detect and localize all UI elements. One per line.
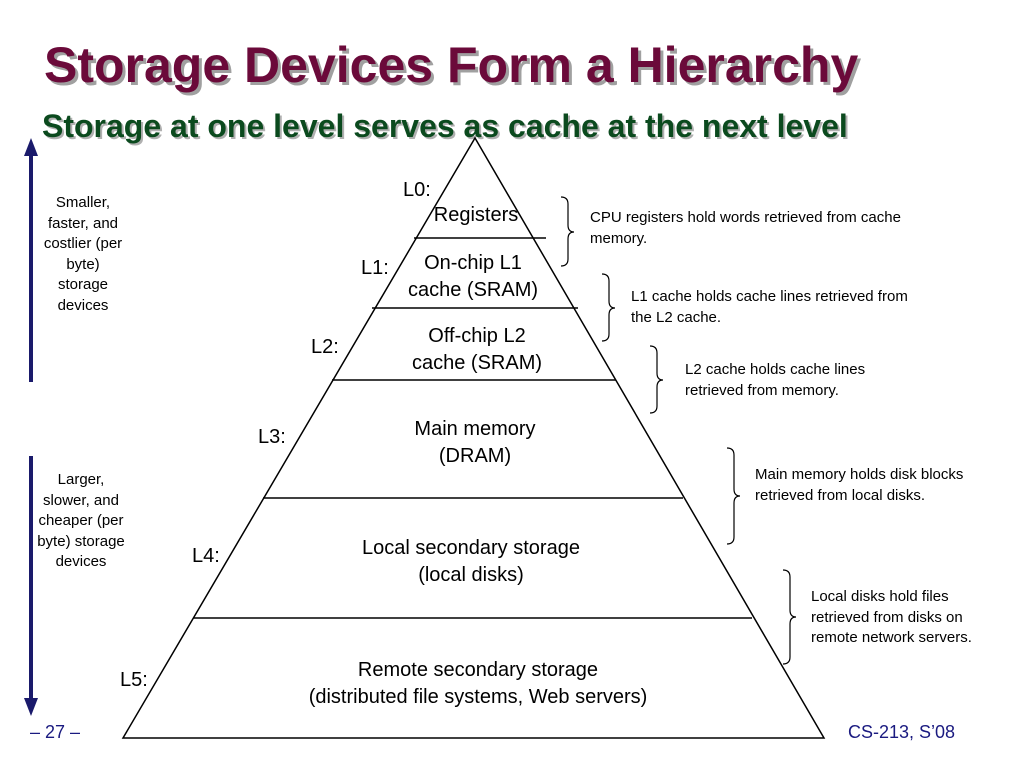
level-label-l4: L4: <box>192 545 220 567</box>
brace-icon <box>726 447 741 545</box>
brace-icon <box>649 345 664 414</box>
level-label-l0: L0: <box>403 179 431 201</box>
level-label-l1: L1: <box>361 257 389 279</box>
tier-line: Remote secondary storage <box>357 659 599 681</box>
slide-subtitle: Storage at one level serves as cache at … <box>42 108 848 144</box>
tier-l2-cache: Off-chip L2 cache (SRAM) <box>377 323 577 377</box>
tier-line: Off-chip L2 <box>428 325 526 347</box>
note-registers: CPU registers hold words retrieved from … <box>590 209 901 247</box>
note-main-memory: Main memory holds disk blocks retrieved … <box>755 466 964 504</box>
side-text-larger-slower: Larger, slower, and cheaper (per byte) s… <box>37 471 125 570</box>
note-l1-cache: L1 cache holds cache lines retrieved fro… <box>631 288 908 326</box>
level-label-l5: L5: <box>120 669 148 691</box>
pyramid-outline <box>121 136 826 739</box>
tier-line: cache (SRAM) <box>411 352 543 374</box>
tier-line: (DRAM) <box>438 445 512 467</box>
tier-l1-cache: On-chip L1 cache (SRAM) <box>373 250 573 304</box>
arrow-down-icon <box>24 456 38 716</box>
brace-icon <box>782 569 797 665</box>
tier-line: Local secondary storage <box>362 537 580 559</box>
tier-line: (distributed file systems, Web servers) <box>308 686 648 708</box>
page-number: – 27 – <box>30 722 81 742</box>
note-l2-cache: L2 cache holds cache lines retrieved fro… <box>685 361 866 399</box>
tier-line: cache (SRAM) <box>407 279 539 301</box>
side-text-smaller-faster: Smaller, faster, and costlier (per byte)… <box>43 194 123 314</box>
tier-local-storage: Local secondary storage (local disks) <box>321 535 621 589</box>
level-label-l2: L2: <box>311 336 339 358</box>
tier-main-memory: Main memory (DRAM) <box>375 416 575 470</box>
tier-line: Main memory <box>414 418 536 440</box>
level-label-l3: L3: <box>258 426 286 448</box>
tier-line: (local disks) <box>418 564 524 586</box>
arrow-up-icon <box>24 138 38 382</box>
brace-icon <box>601 273 616 342</box>
tier-line: On-chip L1 <box>424 252 522 274</box>
note-local-disks: Local disks hold files retrieved from di… <box>811 588 972 646</box>
brace-icon <box>560 196 575 267</box>
slide-title: Storage Devices Form a Hierarchy <box>44 37 859 93</box>
tier-registers: Registers <box>376 202 576 229</box>
course-label: CS-213, S’08 <box>848 722 956 742</box>
tier-remote-storage: Remote secondary storage (distributed fi… <box>253 657 703 711</box>
tier-line: Registers <box>433 204 519 226</box>
